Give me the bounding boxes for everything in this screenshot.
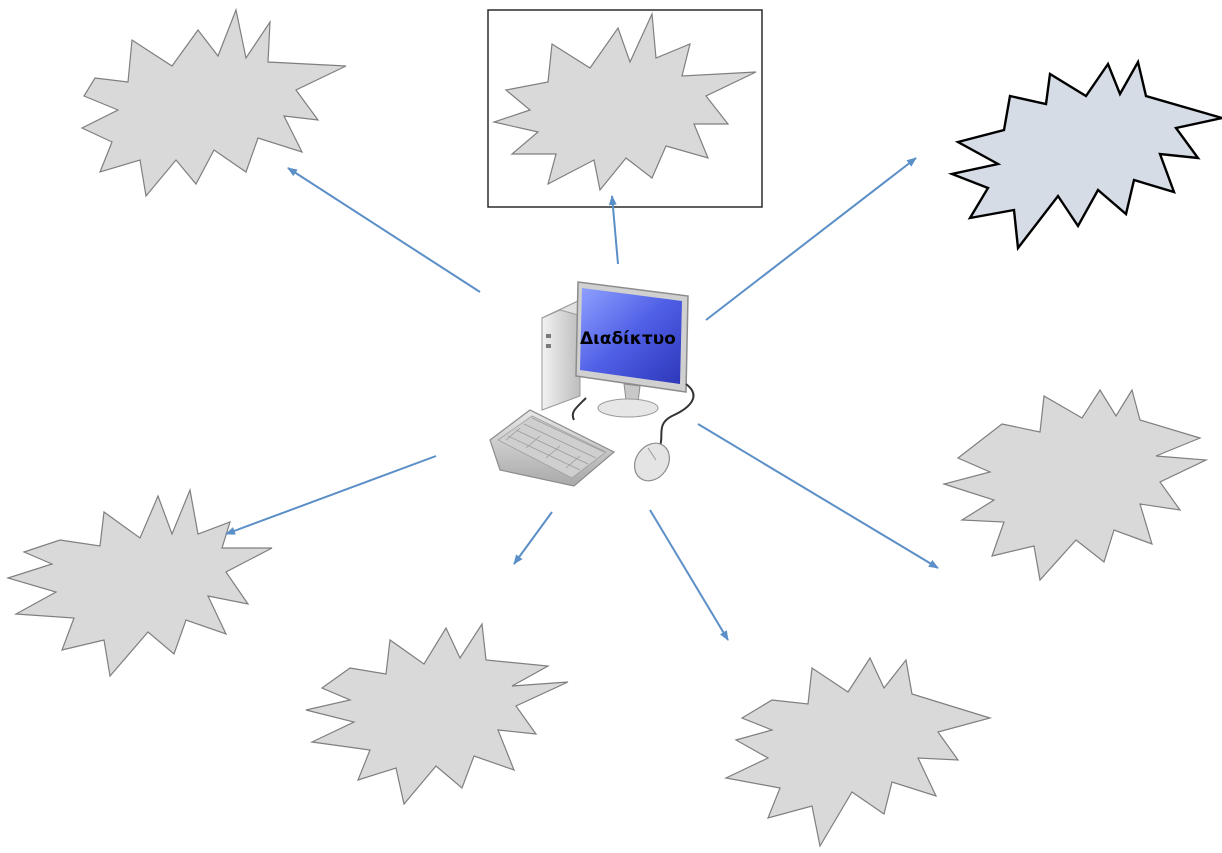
burst-bottom <box>305 622 569 806</box>
desktop-computer-icon: Διαδίκτυο <box>489 281 695 487</box>
arrow-to-top-right <box>705 157 917 321</box>
burst-left <box>5 487 273 678</box>
arrow-to-top-left <box>287 167 481 293</box>
arrow-to-bottom <box>513 511 553 565</box>
center-label: Διαδίκτυο <box>580 329 676 349</box>
burst-right <box>941 388 1209 582</box>
burst-top-left <box>80 7 347 198</box>
burst-top-right <box>947 58 1222 252</box>
arrow-to-left <box>225 455 437 535</box>
arrow-to-right <box>697 423 939 569</box>
arrow-to-bottom-right <box>649 509 729 641</box>
burst-top <box>491 11 757 192</box>
burst-bottom-right <box>724 656 993 848</box>
arrow-to-top <box>608 195 619 265</box>
top-branch-frame <box>487 9 763 208</box>
